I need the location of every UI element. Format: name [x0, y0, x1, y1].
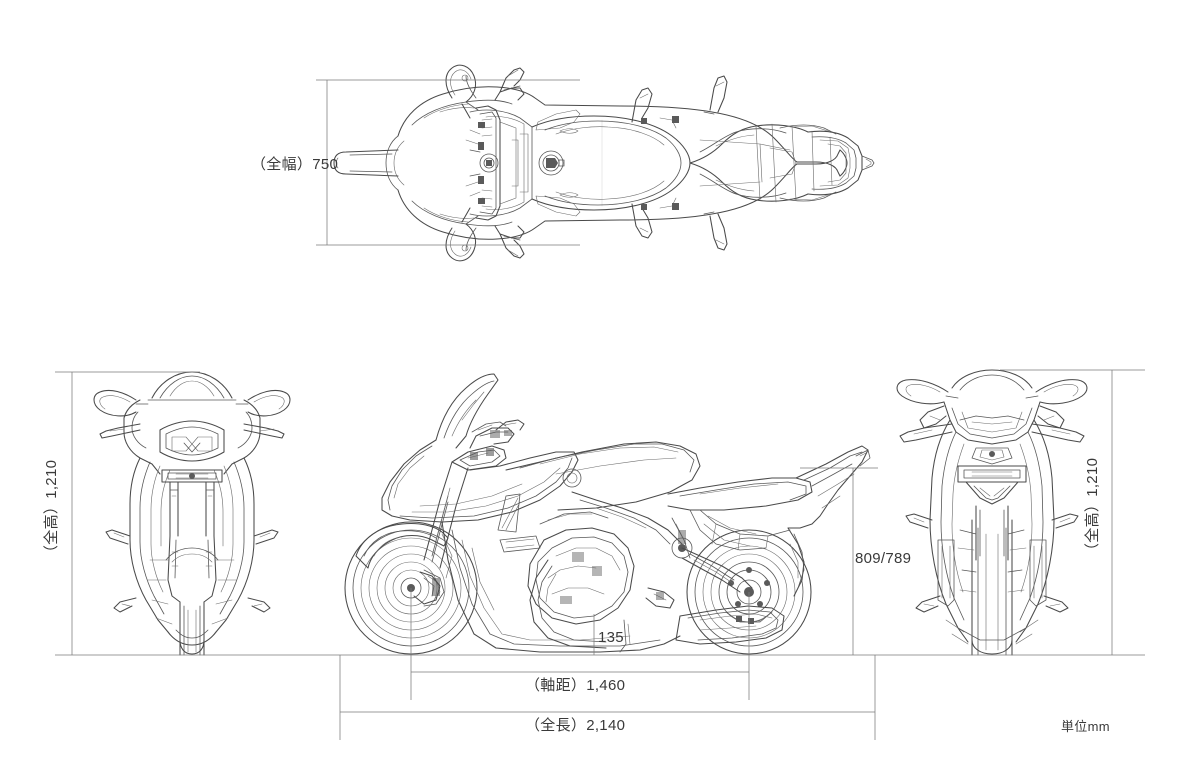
dim-overall-height-left: [55, 371, 200, 655]
rear-view-group: [896, 369, 1088, 656]
label-ground-clearance: 135: [598, 629, 624, 646]
side-view-group: [344, 373, 871, 655]
dim-overall-length: [339, 655, 876, 740]
dim-seat-height: [800, 467, 878, 655]
dim-overall-width: [316, 79, 580, 246]
label-wheelbase: （軸距）1,460: [525, 677, 626, 694]
top-view-group: [333, 64, 875, 262]
label-overall-length: （全長）2,140: [525, 717, 626, 734]
label-overall-height-right: （全高）1,210: [1084, 457, 1101, 558]
label-seat-height: 809/789: [855, 550, 912, 567]
label-overall-width: （全幅）750: [251, 156, 339, 173]
dim-wheelbase: [410, 588, 750, 700]
front-view-group: [93, 371, 291, 656]
dim-overall-height-right: [1000, 369, 1145, 655]
label-overall-height-left: （全高）1,210: [43, 459, 60, 560]
label-unit-note: 単位mm: [1061, 719, 1110, 734]
